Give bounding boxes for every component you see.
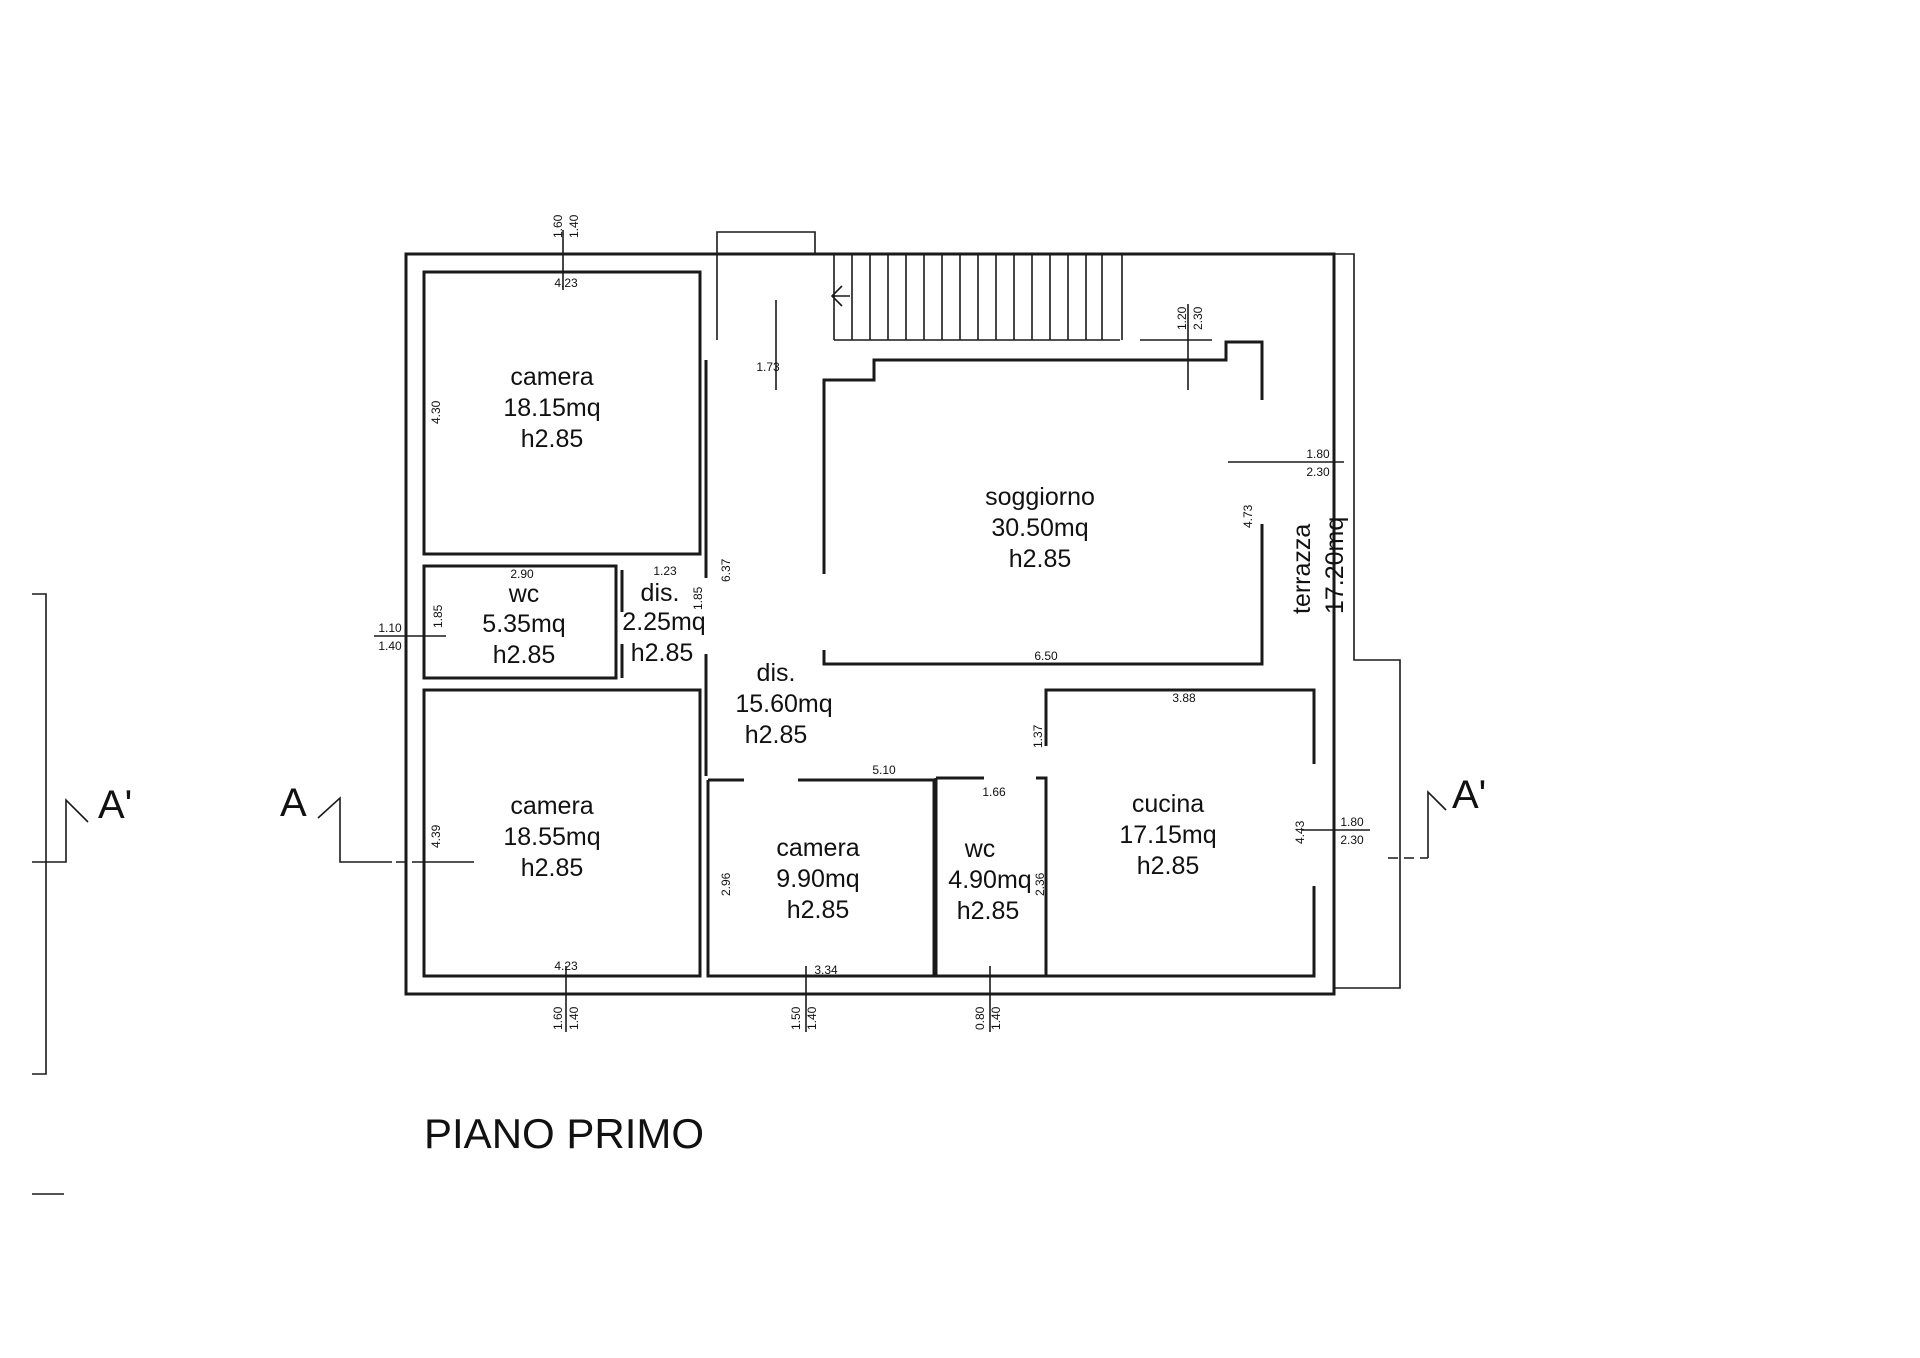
room-name: wc: [964, 835, 996, 863]
dim-label: 1.37: [1031, 724, 1045, 748]
room-terrazza: terrazza 17.20mq: [1288, 517, 1349, 614]
terrace-outline: [1121, 253, 1401, 989]
dim-label: 3.34: [814, 963, 838, 977]
dimension-labels: 1.60 1.40 4.23 4.30 1.73 1.20 2.30 1.80 …: [374, 214, 1370, 1032]
dim-label: 4.23: [554, 276, 578, 290]
room-area: 17.15mq: [1119, 821, 1216, 849]
room-name: cucina: [1132, 790, 1204, 818]
room-area: 9.90mq: [776, 865, 859, 893]
room-area: 17.20mq: [1321, 517, 1349, 614]
dim-label: 1.10: [378, 621, 402, 635]
room-height: h2.85: [787, 896, 850, 924]
room-wc-1: wc 5.35mq h2.85: [482, 580, 565, 669]
dim-label: 1.20: [1175, 306, 1189, 330]
dim-label: 1.85: [691, 586, 705, 610]
dim-label: 1.80: [1306, 447, 1330, 461]
dim-label: 4.39: [429, 824, 443, 848]
room-area: 18.15mq: [503, 394, 600, 422]
section-label-right: A': [1452, 773, 1486, 817]
dim-label: 2.96: [719, 872, 733, 896]
dim-label: 5.10: [872, 763, 896, 777]
dim-label: 2.90: [510, 567, 534, 581]
dim-label: 4.73: [1241, 504, 1255, 528]
room-area: 2.25mq: [622, 608, 705, 636]
dim-label: 1.40: [378, 639, 402, 653]
room-camera-3: camera 9.90mq h2.85: [776, 834, 859, 924]
page-title: PIANO PRIMO: [424, 1110, 704, 1157]
room-cucina: cucina 17.15mq h2.85: [1119, 790, 1216, 880]
dim-label: 0.80: [973, 1006, 987, 1030]
dim-label: 1.73: [756, 360, 780, 374]
dim-label: 1.60: [551, 1006, 565, 1030]
dim-label: 6.37: [719, 558, 733, 582]
dim-label: 1.80: [1340, 815, 1364, 829]
section-markers: A' A A': [32, 593, 1486, 1075]
room-name: dis.: [641, 579, 680, 607]
room-height: h2.85: [521, 854, 584, 882]
room-height: h2.85: [521, 425, 584, 453]
interior-walls: [422, 253, 1316, 995]
room-height: h2.85: [745, 721, 808, 749]
room-name: camera: [776, 834, 859, 862]
dim-label: 3.88: [1172, 691, 1196, 705]
dim-label: 2.30: [1340, 833, 1364, 847]
dim-label: 1.40: [567, 214, 581, 238]
room-name: soggiorno: [985, 483, 1095, 511]
room-dis-2: dis. 15.60mq h2.85: [735, 659, 832, 749]
dim-label: 2.30: [1306, 465, 1330, 479]
dim-label: 4.43: [1293, 820, 1307, 844]
room-height: h2.85: [1137, 852, 1200, 880]
dim-label: 1.85: [431, 604, 445, 628]
room-name: wc: [508, 580, 540, 608]
room-camera-1: camera 18.15mq h2.85: [503, 363, 600, 453]
dim-label: 1.66: [982, 785, 1006, 799]
room-area: 30.50mq: [991, 514, 1088, 542]
room-area: 5.35mq: [482, 610, 565, 638]
room-name: terrazza: [1288, 524, 1316, 614]
room-dis-1: dis. 2.25mq h2.85: [622, 579, 705, 667]
section-label-mid: A: [280, 781, 307, 825]
room-area: 18.55mq: [503, 823, 600, 851]
dim-label: 1.40: [567, 1006, 581, 1030]
room-height: h2.85: [493, 641, 556, 669]
stair-treads: [851, 254, 1103, 340]
dim-label: 6.50: [1034, 649, 1058, 663]
room-height: h2.85: [957, 897, 1020, 925]
room-camera-2: camera 18.55mq h2.85: [503, 792, 600, 882]
room-name: camera: [510, 792, 593, 820]
room-wc-2: wc 4.90mq h2.85: [948, 835, 1031, 925]
dim-label: 4.30: [429, 400, 443, 424]
room-name: camera: [510, 363, 593, 391]
room-area: 4.90mq: [948, 866, 1031, 894]
dim-label: 2.30: [1191, 306, 1205, 330]
stairwell: [716, 231, 1120, 341]
dim-label: 1.50: [789, 1006, 803, 1030]
room-soggiorno: soggiorno 30.50mq h2.85: [985, 483, 1095, 573]
dim-label: 1.60: [551, 214, 565, 238]
dim-label: 2.36: [1033, 872, 1047, 896]
room-name: dis.: [757, 659, 796, 687]
dim-label: 1.23: [653, 564, 677, 578]
room-height: h2.85: [631, 639, 694, 667]
room-height: h2.85: [1009, 545, 1072, 573]
section-label-left: A': [98, 783, 132, 827]
dim-label: 1.40: [989, 1006, 1003, 1030]
room-area: 15.60mq: [735, 690, 832, 718]
dim-label: 1.40: [805, 1006, 819, 1030]
